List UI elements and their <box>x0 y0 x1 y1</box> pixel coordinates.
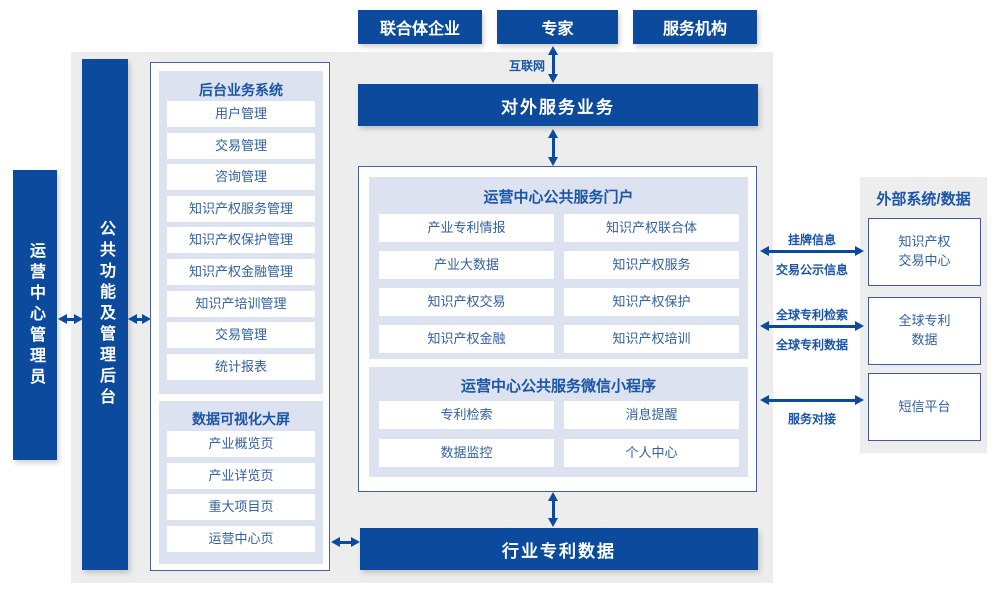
admin-to-backend-arrow <box>58 314 83 324</box>
system-global-patent-data-line1: 全球专利 <box>898 313 951 329</box>
portal-item-ip-finance: 知识产权金融 <box>379 325 554 353</box>
listing-info-label: 挂牌信息 <box>787 233 836 247</box>
dataviz-item-operation-center: 运营中心页 <box>167 526 315 552</box>
mini-item-personal-center: 个人中心 <box>564 439 739 467</box>
global-patent-search-label: 全球专利检索 <box>775 308 848 322</box>
dataviz-item-industry-overview: 产业概览页 <box>167 431 315 457</box>
external-to-portal-arrow <box>548 129 558 166</box>
trade-center-arrow <box>760 246 864 256</box>
actor-consortium-enterprise: 联合体企业 <box>358 10 482 44</box>
left-container: 后台业务系统 用户管理 交易管理 咨询管理 知识产权服务管理 知识产权保护管理 … <box>150 62 330 571</box>
backend-item-ip-protect-mgmt: 知识产权保护管理 <box>167 227 315 253</box>
public-function-backend-bar: 公共功能及管理后台 <box>82 59 128 570</box>
portal-title: 运营中心公共服务门户 <box>483 189 634 206</box>
external-service-bar: 对外服务业务 <box>358 84 758 126</box>
backend-system-section: 后台业务系统 用户管理 交易管理 咨询管理 知识产权服务管理 知识产权保护管理 … <box>159 71 323 394</box>
mini-item-data-monitor: 数据监控 <box>379 439 554 467</box>
portal-item-industry-big-data: 产业大数据 <box>379 251 554 279</box>
backend-system-title: 后台业务系统 <box>199 82 283 98</box>
operation-center-admin: 运营中心管理员 <box>13 170 57 460</box>
system-global-patent-data-line2: 数据 <box>911 332 938 347</box>
portal-to-patent-arrow <box>548 492 558 527</box>
service-connect-label: 服务对接 <box>787 412 836 426</box>
global-patent-data-label: 全球专利数据 <box>775 338 848 352</box>
backend-item-user-mgmt: 用户管理 <box>167 101 315 127</box>
portal-item-ip-protection: 知识产权保护 <box>564 288 739 316</box>
mini-item-patent-search: 专利检索 <box>379 401 554 429</box>
system-global-patent-data: 全球专利 数据 <box>868 297 981 365</box>
backend-item-trade-mgmt: 交易管理 <box>167 133 315 159</box>
backend-item-ip-finance-mgmt: 知识产权金融管理 <box>167 259 315 285</box>
system-sms-platform-line1: 短信平台 <box>898 398 951 414</box>
portal-section: 运营中心公共服务门户 产业专利情报 知识产权联合体 产业大数据 知识产权服务 知… <box>369 177 748 359</box>
backend-to-container-arrow <box>128 314 151 324</box>
backend-item-stats-report: 统计报表 <box>167 354 315 380</box>
miniprogram-section: 运营中心公共服务微信小程序 专利检索 消息提醒 数据监控 个人中心 <box>369 367 748 477</box>
system-sms-platform: 短信平台 <box>868 373 981 441</box>
mini-item-message-remind: 消息提醒 <box>564 401 739 429</box>
portal-item-ip-consortium: 知识产权联合体 <box>564 214 739 242</box>
backend-item-ip-service-mgmt: 知识产权服务管理 <box>167 196 315 222</box>
backend-item-trade-mgmt-2: 交易管理 <box>167 322 315 348</box>
system-ip-trade-center-line1: 知识产权 <box>898 234 951 250</box>
trade-publicity-label: 交易公示信息 <box>775 263 848 277</box>
backend-item-consult-mgmt: 咨询管理 <box>167 164 315 190</box>
sms-arrow <box>760 395 864 405</box>
external-systems-title: 外部系统/数据 <box>876 191 971 208</box>
actor-expert: 专家 <box>497 10 618 44</box>
global-patent-arrow <box>760 321 864 331</box>
miniprogram-title: 运营中心公共服务微信小程序 <box>460 378 656 395</box>
internet-label: 互联网 <box>508 59 545 73</box>
industry-patent-data-bar: 行业专利数据 <box>360 528 758 570</box>
external-systems-panel: 外部系统/数据 知识产权 交易中心 全球专利 数据 短信平台 <box>860 177 987 453</box>
portal-item-industry-patent-intel: 产业专利情报 <box>379 214 554 242</box>
backend-item-ip-training-mgmt: 知识产培训管理 <box>167 291 315 317</box>
system-ip-trade-center: 知识产权 交易中心 <box>868 218 981 286</box>
dataviz-item-industry-detail: 产业详览页 <box>167 463 315 489</box>
dataviz-section: 数据可视化大屏 产业概览页 产业详览页 重大项目页 运营中心页 <box>159 401 323 564</box>
portal-item-ip-training: 知识产权培训 <box>564 325 739 353</box>
portal-item-ip-trade: 知识产权交易 <box>379 288 554 316</box>
dataviz-title: 数据可视化大屏 <box>192 411 290 427</box>
internet-arrow <box>548 46 558 83</box>
dataviz-to-patent-arrow <box>331 537 360 547</box>
actor-service-agency: 服务机构 <box>633 10 757 44</box>
system-ip-trade-center-line2: 交易中心 <box>898 253 951 268</box>
portal-item-ip-service: 知识产权服务 <box>564 251 739 279</box>
dataviz-item-major-project: 重大项目页 <box>167 494 315 520</box>
center-panel: 运营中心公共服务门户 产业专利情报 知识产权联合体 产业大数据 知识产权服务 知… <box>358 166 757 492</box>
